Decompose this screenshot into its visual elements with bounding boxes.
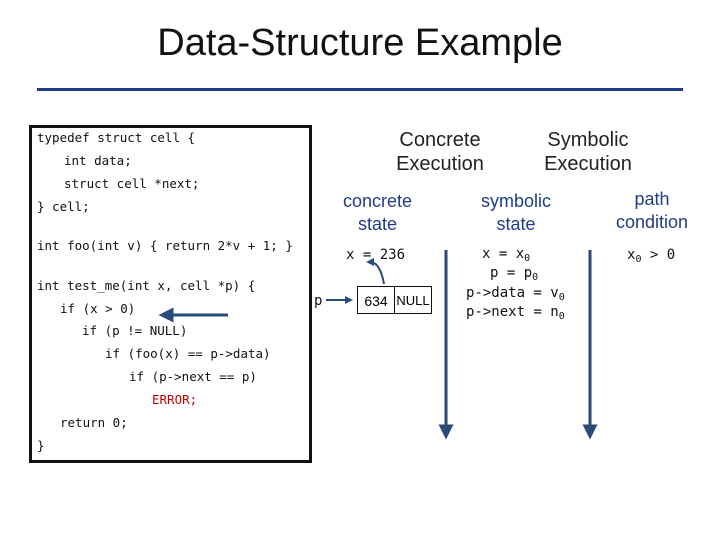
- code-listing-box: [29, 125, 312, 463]
- title-underline: [37, 88, 683, 91]
- code-line-int-data: int data;: [64, 153, 132, 168]
- concrete-execution-header: Concrete Execution: [396, 129, 484, 175]
- code-line-typedef: typedef struct cell {: [37, 130, 196, 145]
- code-line-test-me: int test_me(int x, cell *p) {: [37, 278, 256, 293]
- symbolic-data-binding: p->data = v0: [466, 285, 565, 303]
- concrete-x-assignment: x = 236: [346, 247, 406, 263]
- symbolic-state-label: symbolic state: [480, 191, 551, 234]
- symbolic-execution-header: Symbolic Execution: [544, 129, 632, 175]
- symbolic-next-binding: p->next = n0: [466, 304, 565, 322]
- symbolic-p-binding: p = p0: [490, 265, 539, 283]
- code-line-struct-next: struct cell *next;: [64, 176, 200, 191]
- cell-next-field: NULL: [394, 286, 432, 314]
- code-line-close-brace: }: [37, 438, 45, 453]
- code-line-return: return 0;: [60, 415, 128, 430]
- path-condition-expression: x0 > 0: [627, 247, 676, 265]
- cell-to-x-curved-arrow: [366, 258, 385, 285]
- code-line-close-struct: } cell;: [37, 199, 90, 214]
- code-line-if-p: if (p != NULL): [82, 323, 188, 338]
- pointer-p-label: p: [314, 293, 323, 309]
- concrete-state-label: concrete state: [342, 191, 413, 234]
- code-line-if-next: if (p->next == p): [129, 369, 257, 384]
- slide-title: Data-Structure Example: [157, 22, 563, 64]
- code-line-if-foo: if (foo(x) == p->data): [105, 346, 271, 361]
- code-line-foo: int foo(int v) { return 2*v + 1; }: [37, 238, 293, 253]
- code-line-error: ERROR;: [152, 392, 198, 407]
- symbolic-x-binding: x = x0: [482, 246, 531, 264]
- code-line-if-x: if (x > 0): [60, 301, 136, 316]
- path-condition-label: path condition: [615, 189, 689, 232]
